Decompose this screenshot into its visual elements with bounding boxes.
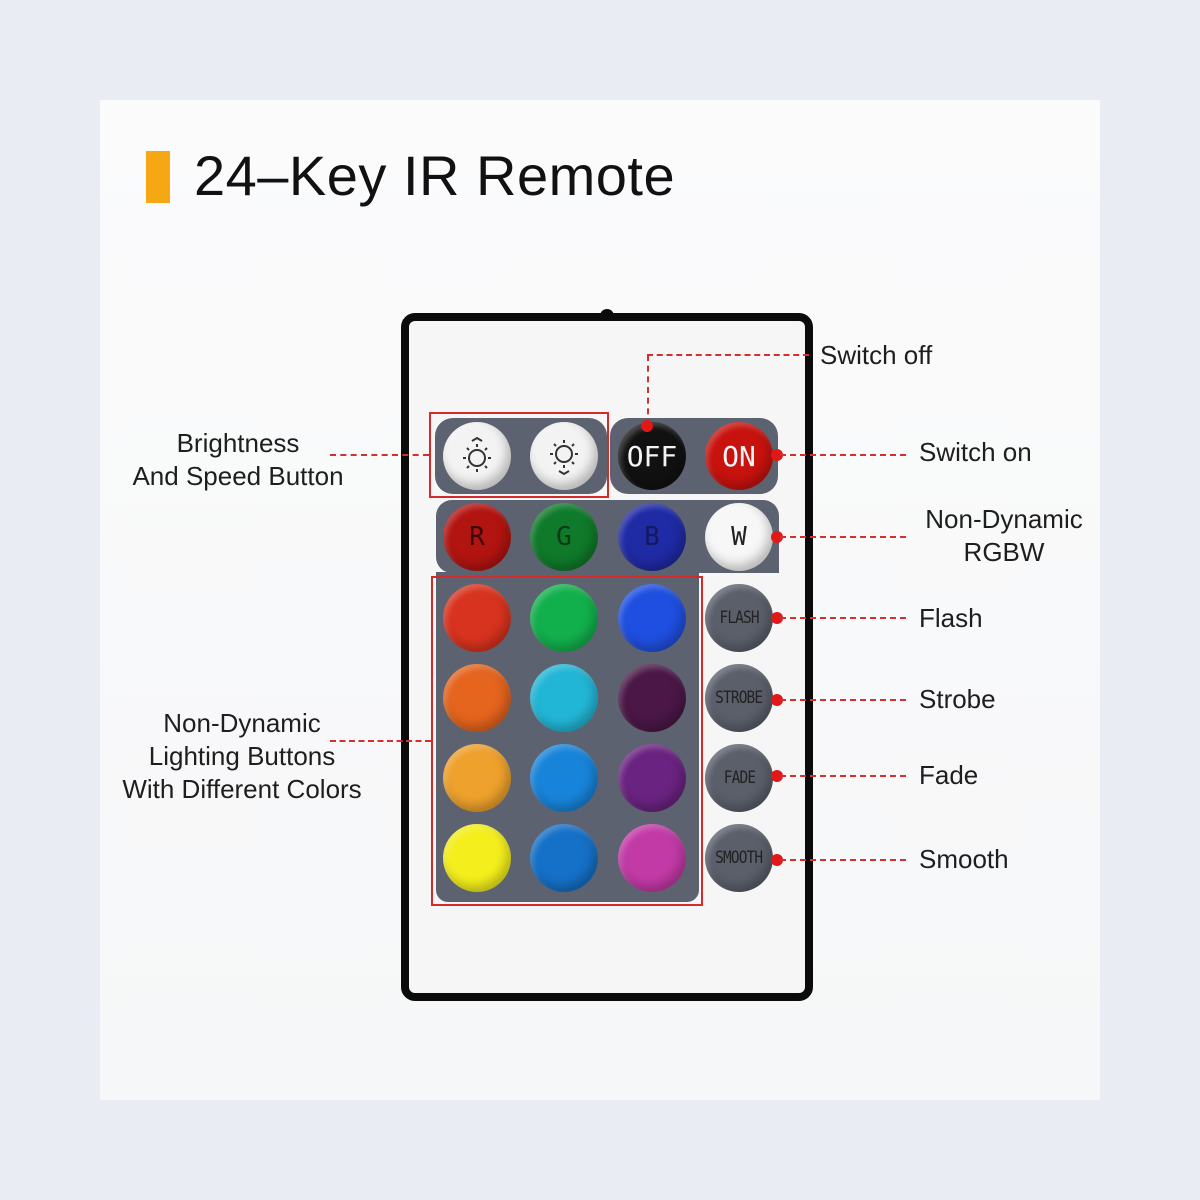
color-button-r4-c3[interactable] <box>618 824 686 892</box>
switch-off-dot <box>641 420 653 432</box>
rgbw-label: Non-Dynamic RGBW <box>919 503 1089 569</box>
strobe-button[interactable]: STROBE <box>705 664 773 732</box>
smooth-button[interactable]: SMOOTH <box>705 824 773 892</box>
smooth-label: Smooth <box>919 844 1009 874</box>
lighting-label: Non-Dynamic Lighting Buttons With Differ… <box>104 707 380 806</box>
strobe-leader <box>780 699 906 701</box>
brightness-label: Brightness And Speed Button <box>120 427 356 493</box>
lighting-label-line3: With Different Colors <box>122 774 362 804</box>
brightness-up-button[interactable] <box>443 422 511 490</box>
fade-label: Fade <box>919 760 979 790</box>
strobe-dot <box>771 694 783 706</box>
blue-button[interactable]: B <box>618 503 686 571</box>
switch-on-label: Switch on <box>919 437 1032 467</box>
rgbw-label-line1: Non-Dynamic <box>925 504 1083 534</box>
smooth-leader <box>780 859 906 861</box>
on-button[interactable]: ON <box>705 422 773 490</box>
brightness-down-button[interactable] <box>530 422 598 490</box>
color-button-r3-c2[interactable] <box>530 744 598 812</box>
switch-off-leader-v <box>647 355 649 425</box>
switch-on-dot <box>771 449 783 461</box>
flash-label: Flash <box>919 603 983 633</box>
smooth-dot <box>771 854 783 866</box>
title-accent-bar <box>146 151 170 203</box>
brightness-leader <box>330 454 429 456</box>
switch-off-label: Switch off <box>820 340 933 370</box>
brightness-label-line1: Brightness <box>176 428 300 458</box>
color-button-r2-c2[interactable] <box>530 664 598 732</box>
page-title: 24–Key IR Remote <box>194 144 676 207</box>
brightness-label-line2: And Speed Button <box>132 461 344 491</box>
lighting-label-line2: Lighting Buttons <box>148 741 336 771</box>
brightness-up-icon <box>463 436 491 472</box>
color-button-r2-c1[interactable] <box>443 664 511 732</box>
lighting-label-line1: Non-Dynamic <box>163 708 321 738</box>
red-button[interactable]: R <box>443 503 511 571</box>
white-button[interactable]: W <box>705 503 773 571</box>
rgbw-dot <box>771 531 783 543</box>
switch-off-leader-h <box>647 354 809 356</box>
off-button[interactable]: OFF <box>618 422 686 490</box>
color-button-r4-c2[interactable] <box>530 824 598 892</box>
switch-on-leader <box>780 454 906 456</box>
fade-button[interactable]: FADE <box>705 744 773 812</box>
green-button[interactable]: G <box>530 503 598 571</box>
color-button-r1-c1[interactable] <box>443 584 511 652</box>
color-button-r1-c2[interactable] <box>530 584 598 652</box>
color-button-r3-c3[interactable] <box>618 744 686 812</box>
lighting-leader <box>330 740 431 742</box>
flash-leader <box>780 617 906 619</box>
fade-dot <box>771 770 783 782</box>
color-button-r1-c3[interactable] <box>618 584 686 652</box>
rgbw-leader <box>780 536 906 538</box>
brightness-highlight-box <box>429 412 609 498</box>
color-button-r4-c1[interactable] <box>443 824 511 892</box>
lighting-highlight-box <box>431 576 703 906</box>
color-button-r3-c1[interactable] <box>443 744 511 812</box>
fade-leader <box>780 775 906 777</box>
flash-button[interactable]: FLASH <box>705 584 773 652</box>
color-button-r2-c3[interactable] <box>618 664 686 732</box>
flash-dot <box>771 612 783 624</box>
rgbw-label-line2: RGBW <box>963 537 1045 567</box>
brightness-down-icon <box>550 440 578 476</box>
strobe-label: Strobe <box>919 684 996 714</box>
